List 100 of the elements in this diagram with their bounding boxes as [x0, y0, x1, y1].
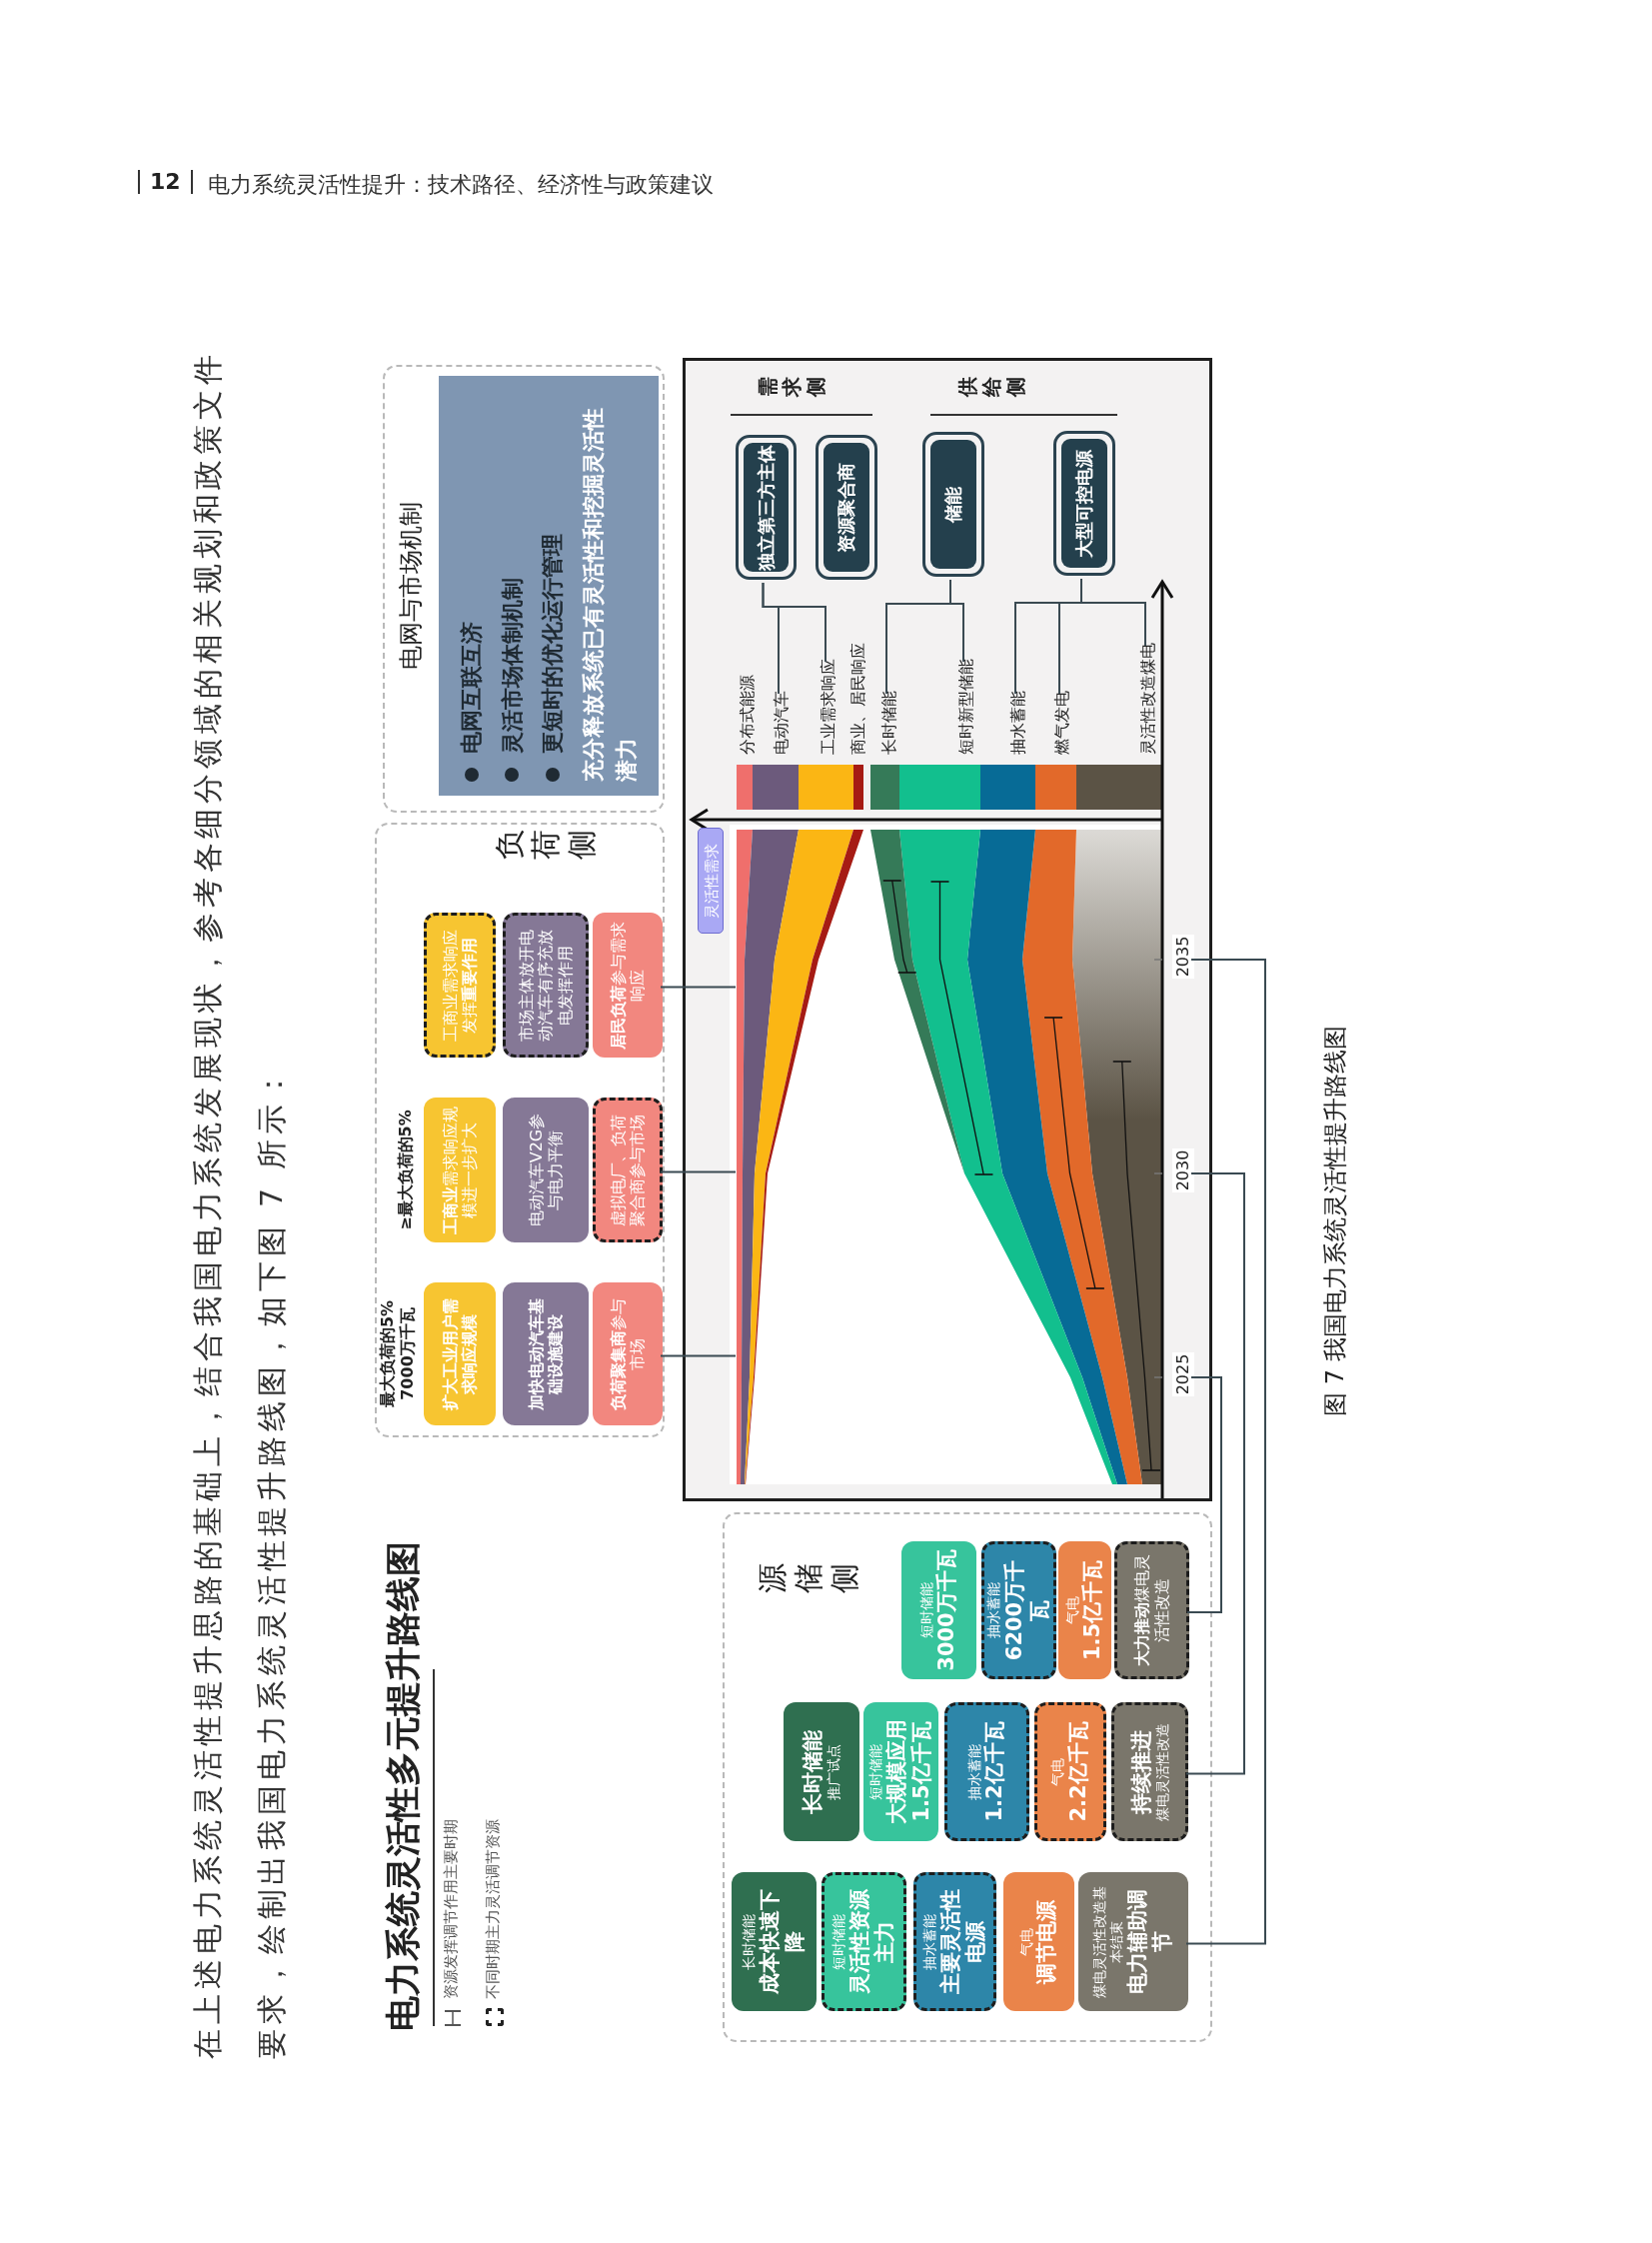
category-label: 独立第三方主体: [744, 443, 789, 572]
policy-text: 更短时的优化运行管理: [539, 534, 567, 754]
card-text: 电动汽车V2G参与电力平衡: [526, 1112, 566, 1229]
panel-heading: 负荷侧: [492, 829, 600, 862]
category-box: [922, 432, 984, 577]
page-number: 12: [138, 170, 193, 194]
roadmap-card: [913, 1872, 996, 2011]
card-text: 加快电动汽车基础设施建设: [526, 1296, 566, 1412]
card-text: 负荷聚集商参与市场: [608, 1296, 648, 1412]
roadmap-card: [593, 1098, 663, 1242]
card-value: 电力辅助调节: [1124, 1888, 1175, 1996]
panel-heading: 电网与市场机制: [396, 501, 426, 672]
roadmap-card: [424, 913, 496, 1058]
card-value: 1.5亿千瓦: [908, 1721, 934, 1822]
card-text: 市场主体放开电动汽车有序充放电发挥作用: [517, 928, 575, 1044]
card-text: 抽水蓄能: [965, 1743, 983, 1800]
roadmap-card: [1003, 1872, 1074, 2011]
card-value: 调节电源: [1034, 1899, 1060, 1984]
dashed-panel: [375, 823, 665, 1437]
category-box: [1053, 431, 1115, 576]
year-label: 2035: [1172, 935, 1194, 979]
connector-line: [660, 986, 737, 989]
roadmap-card: [901, 1541, 976, 1679]
running-header: 电力系统灵活性提升：技术路径、经济性与政策建议: [208, 171, 714, 194]
panel-heading: 最大负荷的5% 7000万千瓦: [378, 1298, 418, 1410]
year-label: 2025: [1172, 1352, 1194, 1396]
year-label: 2030: [1172, 1148, 1194, 1192]
roadmap-card: [732, 1872, 817, 2011]
card-text: 长时储能: [740, 1913, 758, 1970]
roadmap-card: [1111, 1702, 1188, 1841]
roadmap-card: [424, 1282, 496, 1425]
connector-line: [1185, 959, 1266, 1945]
roadmap-card: [981, 1541, 1056, 1679]
card-text: 短时储能: [917, 1582, 935, 1638]
dashed-panel: [383, 365, 665, 813]
roadmap-card: [1034, 1702, 1106, 1841]
legend-text: 资源发挥调节作用主要时期: [442, 1819, 461, 1999]
connector-line: [660, 1170, 737, 1173]
bar-label: 燃气发电: [1052, 691, 1072, 755]
roadmap-card: [503, 1282, 589, 1425]
connector-line: [762, 582, 826, 663]
axis-label: 灵活性需求: [698, 828, 724, 934]
bar-label: 短时新型储能: [956, 659, 976, 755]
roadmap-card: [593, 913, 663, 1058]
connector-line: [1080, 578, 1146, 647]
card-text: 扩大工业用户需求响应规模: [440, 1296, 480, 1413]
card-text: 短时储能: [866, 1743, 884, 1800]
bar-label: 长时储能: [879, 691, 899, 755]
roadmap-card: [944, 1702, 1029, 1841]
card-value: 大规模应用: [883, 1719, 909, 1824]
card-value: 6200万千瓦: [1001, 1558, 1052, 1663]
policy-box: [439, 376, 659, 796]
card-value: 1.5亿千瓦: [1080, 1559, 1106, 1661]
category-label: 储能: [930, 440, 976, 569]
card-text: 气电: [1063, 1596, 1081, 1624]
card-text: 煤电灵活性改造基本结束: [1091, 1884, 1125, 2000]
policy-text: 电网互联互济: [458, 622, 485, 754]
policy-text: 充分释放系统已有灵活性和挖掘灵活性潜力: [579, 407, 640, 782]
card-value: 成本快速下降: [757, 1888, 808, 1996]
connector-line: [1186, 1376, 1222, 1613]
roadmap-card: [1058, 1541, 1111, 1679]
bar-label: 灵活性改造煤电: [1138, 643, 1158, 755]
card-text: 煤电灵活性改造: [1153, 1722, 1171, 1821]
card-text: 抽水蓄能: [984, 1582, 1002, 1638]
roadmap-card: [503, 1098, 589, 1242]
roadmap-card: [593, 1282, 663, 1425]
roadmap-card: [863, 1702, 938, 1841]
card-text: 气电: [1049, 1757, 1066, 1786]
body-text: 在上述电力系统灵活性提升思路的基础上，结合我国电力系统发展现状，参考各细分领域的相关规划和政策文件要求，绘制出我国电力系统灵活性提升路线图，如下图 7 所示：: [189, 348, 290, 2059]
bar-label: 分布式能源: [738, 675, 758, 755]
card-text: 抽水蓄能: [920, 1913, 938, 1970]
legend-text: 不同时期主力灵活调节资源: [484, 1819, 503, 1999]
connector-line: [1185, 1172, 1245, 1775]
card-value: 1.2亿千瓦: [982, 1721, 1008, 1822]
card-text: 短时储能: [829, 1913, 847, 1970]
bar-label: 电动汽车: [772, 691, 792, 755]
panel-heading: 源储侧: [755, 1562, 862, 1595]
category-label: 大型可控电源: [1061, 439, 1107, 568]
card-text: 虚拟电厂、负荷聚合商参与市场: [608, 1113, 648, 1228]
bar-label: 商业、居民响应: [848, 643, 868, 755]
card-text: 气电: [1017, 1927, 1035, 1956]
roadmap-card: [784, 1702, 859, 1841]
dashed-panel: [723, 1512, 1212, 2042]
roadmap-card: [503, 913, 589, 1058]
card-text: 推广试点: [826, 1743, 842, 1800]
figure-caption: 图 7 我国电力系统灵活性提升路线图: [1320, 1026, 1350, 1416]
panel-heading: 需求侧: [756, 376, 828, 399]
category-label: 资源聚合商: [824, 443, 869, 572]
card-value: 持续推进: [1128, 1729, 1154, 1814]
connector-line: [949, 579, 964, 663]
panel-heading: ≥最大负荷的5%: [396, 1109, 416, 1232]
bar-label: 抽水蓄能: [1008, 691, 1028, 755]
roadmap-card: [1078, 1872, 1188, 2011]
policy-text: 灵活市场体制机制: [498, 578, 526, 754]
roadmap-card: [424, 1098, 496, 1242]
category-box: [816, 435, 877, 580]
card-value: 长时储能: [801, 1729, 826, 1814]
card-value: 2.2亿千瓦: [1065, 1721, 1091, 1822]
panel-heading: 供给侧: [955, 376, 1028, 399]
diagram-title: 电力系统灵活性多元提升路线图: [382, 1541, 424, 2031]
